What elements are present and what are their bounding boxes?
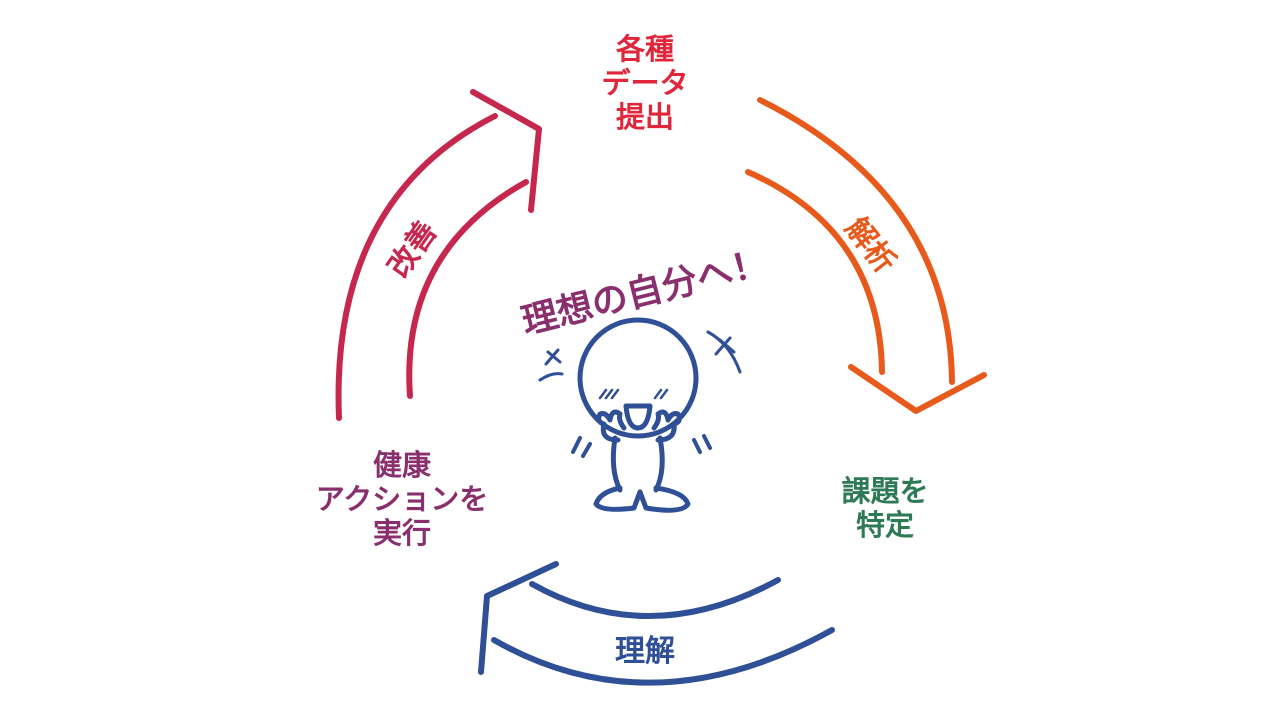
node-identify-issues: 課題を 特定 — [810, 474, 960, 542]
node-line: 実行 — [282, 516, 522, 550]
node-line: 提出 — [570, 100, 720, 134]
node-line: アクションを — [282, 482, 522, 516]
node-health-action: 健康 アクションを 実行 — [282, 448, 522, 551]
node-data-submission: 各種 データ 提出 — [570, 32, 720, 135]
node-line: データ — [570, 66, 720, 100]
node-line: 健康 — [282, 448, 522, 482]
node-line: 各種 — [570, 32, 720, 66]
arc-label-understanding: 理解 — [590, 634, 700, 669]
happy-figure-icon — [540, 320, 740, 510]
improvement-arrow — [339, 92, 539, 418]
node-line: 課題を — [810, 474, 960, 508]
node-line: 特定 — [810, 508, 960, 542]
